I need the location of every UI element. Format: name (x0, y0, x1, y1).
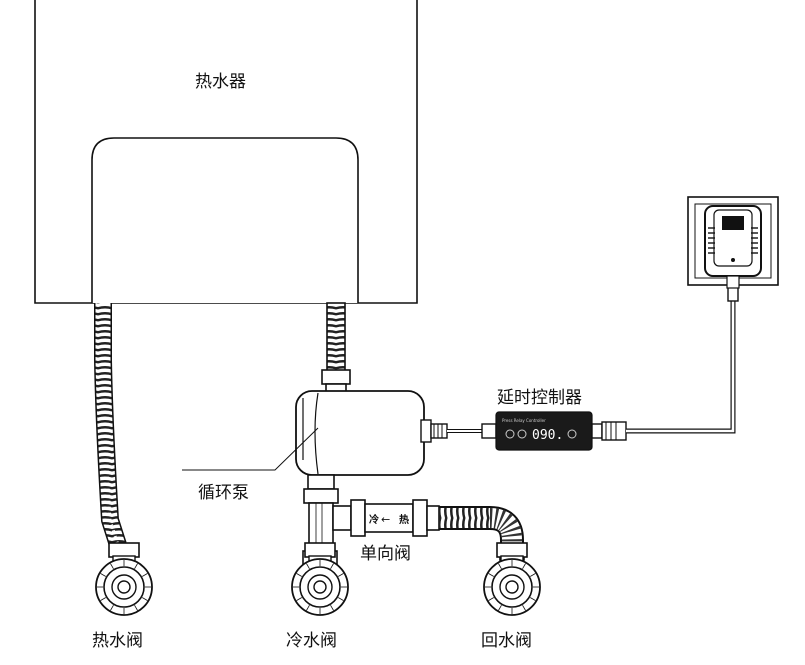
controller-brand-text: Press Relay Controller (502, 418, 546, 423)
wall-socket-adapter (687, 196, 779, 289)
circulation-pump-label: 循环泵 (198, 483, 249, 503)
check-valve-cold-mark: 冷 (369, 513, 379, 526)
check-valve: 冷 ← 热 (350, 499, 440, 537)
water-heater (34, 0, 418, 304)
hot-water-hose (94, 303, 127, 548)
heater-outlet-hose (321, 302, 351, 395)
controller-display: 090. (532, 428, 563, 443)
check-valve-label: 单向阀 (360, 544, 411, 564)
delay-controller-label: 延时控制器 (497, 388, 582, 408)
cold-water-valve-label: 冷水阀 (286, 631, 337, 651)
check-valve-hot-mark: 热 (399, 513, 409, 526)
controller-button-icon (505, 429, 515, 439)
return-water-angle-valve (483, 542, 541, 616)
hot-water-angle-valve (95, 542, 153, 616)
cold-water-angle-valve (291, 542, 349, 616)
delay-controller: Press Relay Controller 090. (481, 411, 627, 451)
power-cable (626, 286, 739, 434)
controller-button-icon (567, 429, 577, 439)
circulation-pump (182, 390, 448, 476)
return-water-valve-label: 回水阀 (481, 631, 532, 651)
water-heater-label: 热水器 (195, 72, 246, 92)
heater-cover-panel (91, 137, 359, 303)
hot-water-valve-label: 热水阀 (92, 631, 143, 651)
flow-direction-arrow-icon: ← (381, 513, 390, 526)
controller-button-icon (517, 429, 527, 439)
